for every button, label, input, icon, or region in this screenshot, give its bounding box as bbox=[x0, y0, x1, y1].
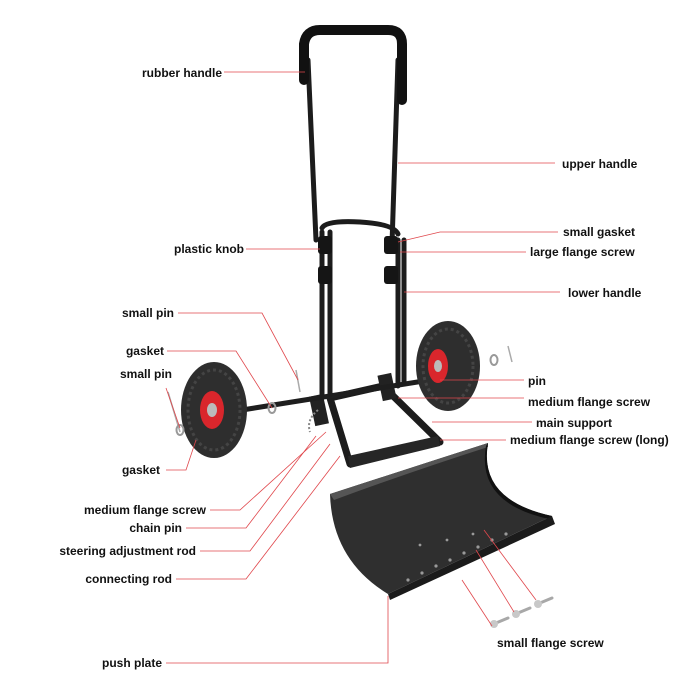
leader-medium-flange-screw-left bbox=[210, 431, 327, 511]
leader-gasket-top bbox=[167, 350, 273, 409]
label-medium-flange-screw-right: medium flange screw bbox=[528, 395, 651, 409]
label-push-plate: push plate bbox=[101, 656, 162, 670]
push-plate bbox=[330, 443, 555, 600]
leader-small-flange-screw-3 bbox=[483, 529, 537, 601]
label-medium-flange-screw-long: medium flange screw (long) bbox=[510, 433, 669, 447]
label-steering-adjustment-rod: steering adjustment rod bbox=[59, 544, 196, 558]
label-small-gasket: small gasket bbox=[563, 225, 636, 239]
label-lower-handle: lower handle bbox=[568, 286, 642, 300]
label-rubber-handle: rubber handle bbox=[141, 66, 222, 80]
leader-gasket-bottom bbox=[166, 439, 197, 471]
label-small-pin-top: small pin bbox=[121, 306, 174, 320]
label-upper-handle: upper handle bbox=[562, 157, 638, 171]
left-wheel bbox=[181, 362, 247, 458]
leader-push-plate bbox=[166, 596, 389, 664]
label-gasket-bottom: gasket bbox=[121, 463, 160, 477]
leader-chain-pin bbox=[186, 435, 317, 529]
leader-small-pin-top bbox=[178, 312, 299, 381]
label-connecting-rod: connecting rod bbox=[85, 572, 172, 586]
label-medium-flange-screw-left: medium flange screw bbox=[83, 503, 206, 517]
leader-small-flange-screw bbox=[461, 579, 493, 627]
label-pin: pin bbox=[528, 374, 546, 388]
right-wheel bbox=[416, 321, 480, 411]
label-large-flange-screw: large flange screw bbox=[530, 245, 635, 259]
leader-small-flange-screw-2 bbox=[475, 549, 515, 613]
leader-steering-adjustment-rod bbox=[200, 443, 331, 552]
snow-plow-cart bbox=[167, 25, 555, 628]
label-plastic-knob: plastic knob bbox=[173, 242, 244, 256]
leader-lines bbox=[165, 71, 560, 664]
plastic-knobs bbox=[318, 236, 398, 284]
leader-small-pin-left bbox=[165, 387, 181, 429]
chain bbox=[308, 409, 319, 433]
label-small-pin-left: small pin bbox=[119, 367, 172, 381]
label-small-flange-screw: small flange screw bbox=[497, 636, 604, 650]
leader-small-gasket bbox=[397, 231, 558, 243]
rubber-handle-grip bbox=[299, 25, 407, 105]
label-main-support: main support bbox=[536, 416, 613, 430]
label-gasket-top: gasket bbox=[125, 344, 164, 358]
upper-handle-frame bbox=[305, 57, 401, 247]
label-chain-pin: chain pin bbox=[129, 521, 182, 535]
leader-connecting-rod bbox=[176, 455, 341, 580]
